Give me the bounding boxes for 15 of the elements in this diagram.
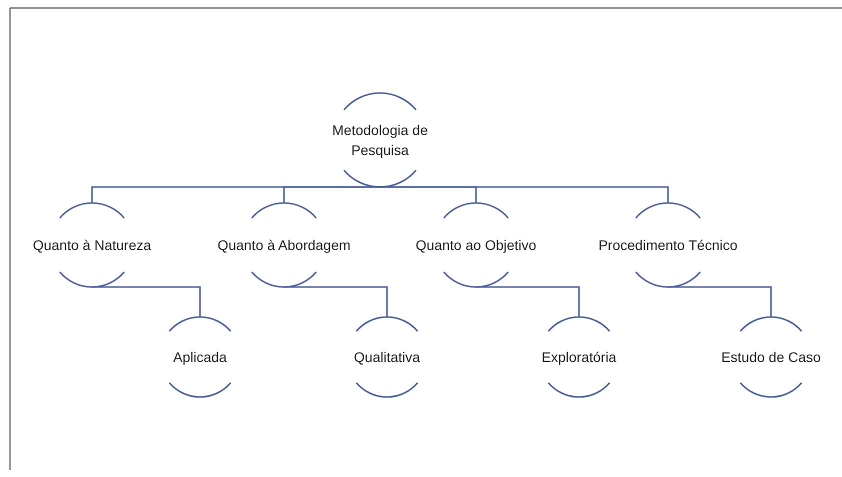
node-label: Procedimento Técnico (598, 236, 738, 255)
node-label: Qualitativa (354, 348, 420, 367)
connector-line (283, 186, 381, 203)
node-label: Aplicada (173, 348, 227, 367)
node-label: Estudo de Caso (721, 348, 821, 367)
node-label: Exploratória (542, 348, 616, 367)
connector-line (379, 186, 669, 203)
node-label: Quanto ao Objetivo (416, 236, 536, 255)
node-label: Quanto à Natureza (32, 236, 152, 255)
connector-line (91, 286, 201, 317)
connector-line (667, 286, 772, 317)
connector-line (283, 286, 388, 317)
connector-line (475, 286, 580, 317)
node-label: Quanto à Abordagem (217, 236, 351, 255)
node-label: Metodologia de Pesquisa (331, 121, 429, 160)
